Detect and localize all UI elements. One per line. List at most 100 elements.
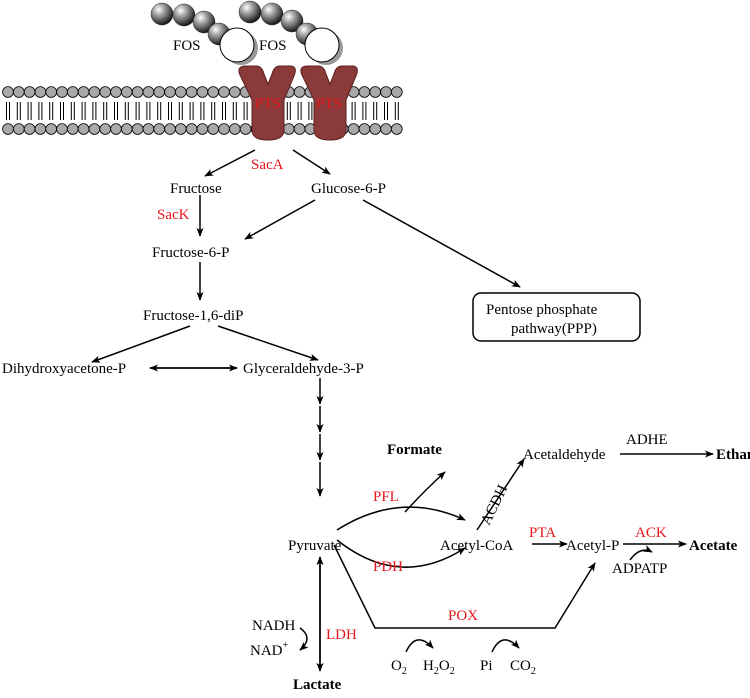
lipid-head-icon: [390, 86, 403, 98]
acetaldehyde-label: Acetaldehyde: [523, 447, 606, 463]
lipid-head-icon: [358, 123, 371, 135]
arrow-pox: [333, 544, 596, 629]
lipid-head-icon: [164, 86, 176, 98]
acetyl-coa-label: Acetyl-CoA: [440, 538, 513, 554]
metabolite-labels: Fructose Glucose-6-P Fructose-6-P Fructo…: [2, 181, 750, 693]
sack-label: SacK: [157, 207, 190, 223]
co2-label: CO2: [510, 658, 536, 677]
arrow-to-fructose: [204, 149, 256, 177]
fructose-unit-icon: [280, 9, 304, 33]
lipid-head-icon: [153, 86, 166, 98]
pyruvate-label: Pyruvate: [288, 538, 342, 554]
lipid-head-icon: [282, 123, 295, 135]
fructose-unit-icon: [238, 0, 262, 24]
lipid-head-icon: [23, 123, 36, 135]
fructose-unit-icon: [192, 10, 216, 34]
nad-text: NAD: [250, 643, 283, 659]
lipid-head-icon: [239, 123, 252, 135]
h2o2-o: O: [439, 658, 450, 674]
lipid-head-icon: [77, 123, 90, 135]
lipid-head-icon: [142, 86, 155, 98]
fructose-unit-icon: [172, 3, 196, 27]
lipid-head-icon: [2, 123, 14, 135]
pox-label: POX: [448, 608, 478, 624]
lipid-head-icon: [185, 86, 198, 98]
fructose-unit-icon: [260, 2, 284, 26]
lipid-head-icon: [196, 123, 209, 135]
lipid-head-icon: [131, 86, 144, 98]
nad-charge: +: [283, 640, 289, 651]
lipid-head-icon: [2, 86, 14, 98]
lipid-head-icon: [23, 86, 36, 98]
lipid-head-icon: [175, 86, 187, 98]
o2-text: O: [391, 658, 402, 674]
lactate-label: Lactate: [293, 677, 342, 693]
lipid-head-icon: [390, 123, 403, 135]
fos-chain-1: FOS: [150, 2, 258, 65]
co2-text: CO: [510, 658, 531, 674]
glucose-6-p-label: Glucose-6-P: [311, 181, 386, 197]
adp-atp-label: ADPATP: [612, 561, 667, 577]
arrow-to-formate: [404, 471, 446, 513]
pts-protein-icon: [300, 65, 358, 141]
lipid-head-icon: [229, 86, 241, 98]
lipid-head-icon: [88, 123, 101, 135]
lipid-head-icon: [77, 86, 90, 98]
lipid-head-icon: [218, 123, 230, 135]
lipid-head-icon: [67, 123, 79, 135]
pfl-label: PFL: [373, 489, 399, 505]
glucose-unit-icon: [304, 27, 340, 63]
glucose-unit-icon: [219, 27, 255, 63]
lipid-head-icon: [34, 123, 47, 135]
lipid-head-icon: [67, 86, 79, 98]
fos-chain-2: FOS: [238, 0, 343, 65]
lipid-head-icon: [347, 123, 360, 135]
pts-transporter-2: PTS: [300, 65, 358, 141]
arrow-o2-h2o2: [405, 639, 434, 653]
formate-label: Formate: [387, 442, 442, 458]
lipid-head-icon: [56, 123, 68, 135]
arrow-g6p-to-f6p: [244, 199, 316, 240]
h2o2-label: H2O2: [423, 658, 455, 677]
lipid-head-icon: [99, 123, 111, 135]
dihydroxyacetone-p-label: Dihydroxyacetone-P: [2, 361, 126, 377]
pts-label: PTS: [316, 96, 342, 112]
h2o2-sub-2: 2: [450, 666, 455, 677]
pta-label: PTA: [529, 525, 556, 541]
lipid-head-icon: [380, 123, 392, 135]
o2-label: O2: [391, 658, 407, 677]
arrow-acdh: [476, 458, 525, 531]
lipid-head-icon: [12, 86, 25, 98]
lipid-head-icon: [229, 123, 241, 135]
arrow-to-gap: [217, 325, 319, 361]
acetate-label: Acetate: [689, 538, 738, 554]
arrow-nadh-nad: [299, 627, 309, 651]
o2-subscript: 2: [402, 666, 407, 677]
ack-label: ACK: [635, 525, 667, 541]
nadh-label: NADH: [252, 618, 295, 634]
arrow-pfl: [336, 506, 466, 531]
lipid-head-icon: [218, 86, 230, 98]
arrow-pdh: [336, 539, 466, 568]
ppp-label-line2: pathway(PPP): [511, 321, 597, 337]
lipid-head-icon: [293, 86, 306, 98]
fructose-16-dip-label: Fructose-1,6-diP: [143, 308, 243, 324]
lipid-head-icon: [153, 123, 166, 135]
lipid-head-icon: [12, 123, 25, 135]
fructose-6-p-label: Fructose-6-P: [152, 245, 230, 261]
pts-transporter-1: PTS: [238, 65, 296, 141]
lipid-head-icon: [121, 86, 133, 98]
h2o2-h: H: [423, 658, 434, 674]
lipid-head-icon: [196, 86, 209, 98]
ethanol-label: Ethanol: [716, 447, 750, 463]
pdh-label: PDH: [373, 559, 403, 575]
fos-label: FOS: [259, 38, 287, 54]
co2-subscript: 2: [531, 666, 536, 677]
pi-label: Pi: [480, 658, 493, 674]
lipid-head-icon: [110, 123, 122, 135]
acdh-label: ACDH: [478, 482, 511, 527]
lipid-head-icon: [207, 86, 220, 98]
lipid-head-icon: [358, 86, 371, 98]
lipid-head-icon: [131, 123, 144, 135]
